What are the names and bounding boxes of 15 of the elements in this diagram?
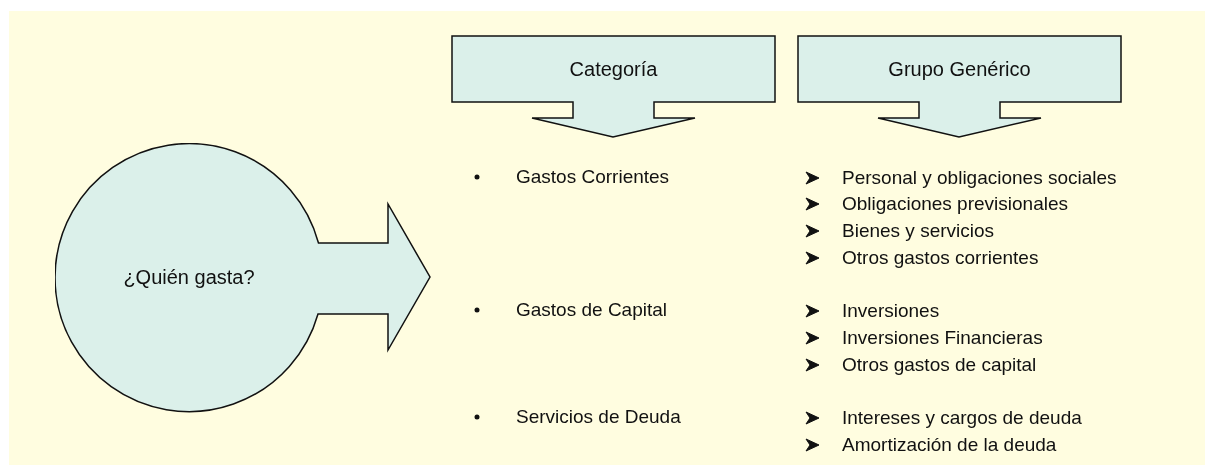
list-item-text: Obligaciones previsionales	[842, 191, 1068, 216]
node-label: Grupo Genérico	[888, 56, 1031, 82]
list-item-text: Bienes y servicios	[842, 218, 995, 243]
list-item-text: Personal y obligaciones sociales	[842, 165, 1117, 190]
list-item-text: Gastos de Capital	[516, 297, 668, 322]
list-item-text: Gastos Corrientes	[516, 164, 670, 189]
node-label: ¿Quién gasta?	[123, 265, 255, 290]
list-item-text: Amortización de la deuda	[842, 432, 1057, 457]
list-item-text: Intereses y cargos de deuda	[842, 405, 1082, 430]
list-item-text: Inversiones Financieras	[842, 325, 1043, 350]
node-label: Categoría	[569, 56, 658, 82]
list-item-text: Inversiones	[842, 298, 940, 323]
list-item-text: Otros gastos corrientes	[842, 245, 1039, 270]
list-item-text: Otros gastos de capital	[842, 352, 1037, 377]
list-item-text: Servicios de Deuda	[516, 404, 681, 429]
